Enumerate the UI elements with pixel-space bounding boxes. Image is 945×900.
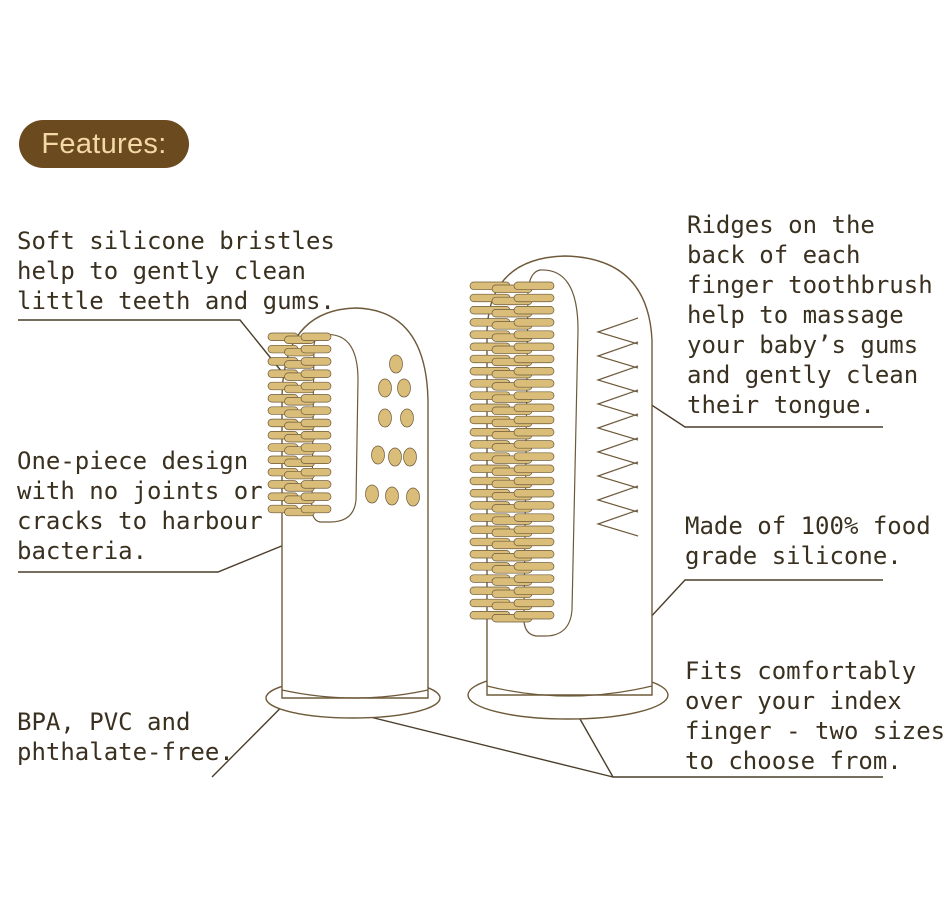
feature-food-grade-silicone: Made of 100% food grade silicone. <box>685 512 931 570</box>
bristle <box>513 501 555 510</box>
massage-dot <box>397 378 411 398</box>
bristle <box>513 513 555 522</box>
features-badge: Features: <box>19 120 189 168</box>
bristle <box>513 306 555 315</box>
massage-dot <box>378 408 392 428</box>
bristle <box>513 489 555 498</box>
massage-dot <box>388 447 402 467</box>
massage-dot <box>385 486 399 506</box>
ridge <box>596 365 639 393</box>
bristle <box>513 330 555 339</box>
bristle <box>513 611 555 620</box>
feature-one-piece-design: One-piece design with no joints or crack… <box>17 447 263 565</box>
ridge <box>596 437 639 465</box>
ridge <box>596 461 639 489</box>
bristle <box>513 464 555 473</box>
massage-dot <box>400 408 414 428</box>
bristle <box>513 428 555 437</box>
bristle <box>513 550 555 559</box>
large-brush-ridges <box>596 317 639 537</box>
bristle <box>300 431 332 440</box>
bristle <box>300 492 332 501</box>
leader-line-bristles <box>18 319 283 373</box>
bristle <box>513 415 555 425</box>
massage-dot <box>403 447 417 467</box>
bristle <box>300 357 332 366</box>
bristle <box>513 342 555 351</box>
ridge <box>596 389 639 417</box>
bristle <box>300 381 332 391</box>
massage-dot <box>378 378 392 398</box>
large-brush-bristles <box>469 281 555 623</box>
bristle <box>513 367 555 376</box>
bristle <box>513 574 555 583</box>
bristle <box>513 598 555 608</box>
feature-ridges-massage: Ridges on the back of each finger toothb… <box>687 211 933 419</box>
features-diagram: Features: Soft silicone bristles help to… <box>17 120 945 778</box>
ridge <box>596 509 639 537</box>
bristle <box>513 318 555 327</box>
toothbrush-illustration <box>18 255 883 778</box>
bristle <box>513 403 555 412</box>
large-finger-toothbrush-icon <box>467 255 669 720</box>
bristle <box>300 443 332 452</box>
ridge <box>596 413 639 441</box>
bristle <box>513 440 555 449</box>
bristle <box>513 562 555 571</box>
bristle <box>300 467 332 477</box>
bristle <box>513 525 555 534</box>
small-brush-bristles <box>267 332 332 517</box>
bristle <box>300 480 332 489</box>
bristle <box>513 391 555 400</box>
bristle <box>300 418 332 428</box>
small-brush-massage-dots <box>365 354 420 507</box>
bristle <box>300 369 332 378</box>
feature-fits-index-finger: Fits comfortably over your index finger … <box>685 657 945 775</box>
leader-lines <box>18 319 883 778</box>
features-badge-label: Features: <box>41 127 167 160</box>
bristle <box>300 406 332 415</box>
ridge <box>596 317 639 345</box>
bristle <box>513 586 555 595</box>
bristle <box>513 452 555 461</box>
bristle <box>513 354 555 364</box>
massage-dot <box>389 354 403 374</box>
ridge <box>596 341 639 369</box>
bristle <box>513 476 555 486</box>
massage-dot <box>371 445 385 465</box>
massage-dot <box>406 487 420 507</box>
bristle <box>300 332 332 341</box>
bristle <box>300 394 332 403</box>
feature-soft-bristles: Soft silicone bristles help to gently cl… <box>17 227 335 315</box>
bristle <box>513 293 555 303</box>
massage-dot <box>365 484 379 504</box>
bristle <box>513 379 555 388</box>
ridge <box>596 485 639 513</box>
leader-line-fits-small <box>349 711 614 778</box>
bristle <box>300 455 332 464</box>
bristle <box>300 344 332 354</box>
bristle <box>513 281 555 290</box>
small-finger-toothbrush-icon <box>265 307 441 719</box>
bristle <box>300 504 332 514</box>
feature-bpa-free: BPA, PVC and phthalate-free. <box>17 708 234 766</box>
bristle <box>513 537 555 547</box>
